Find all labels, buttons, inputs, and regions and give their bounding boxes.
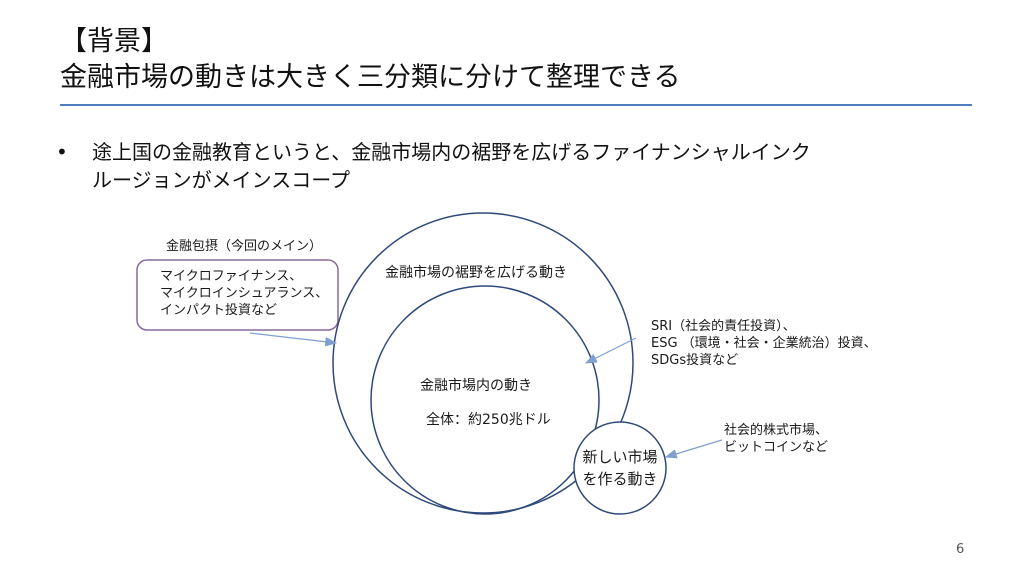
bullet-text-line1: 途上国の金融教育というと、金融市場内の裾野を広げるファイナンシャルインク	[92, 140, 811, 164]
esg-note-line3: SDGs投資など	[651, 353, 739, 368]
esg-note: SRI（社会的責任投資）、 ESG （環境・社会・企業統治）投資、 SDGs投資…	[651, 318, 877, 369]
inclusion-box	[136, 259, 339, 331]
new-market-arrow	[664, 439, 723, 459]
new-market-circle-line1: 新しい市場	[582, 448, 658, 466]
title-divider	[60, 104, 972, 106]
inclusion-arrow	[249, 332, 338, 347]
slide-title: 【背景】 金融市場の動きは大きく三分類に分けて整理できる	[60, 24, 680, 96]
inclusion-box-line3: インパクト投資など	[160, 303, 278, 318]
esg-note-line2: ESG （環境・社会・企業統治）投資、	[651, 336, 877, 351]
esg-arrow	[584, 337, 637, 364]
inclusion-caption: 金融包摂（今回のメイン）	[166, 239, 323, 254]
esg-note-line1: SRI（社会的責任投資）、	[651, 319, 796, 334]
inner-circle	[370, 285, 600, 515]
inclusion-box-line2: マイクロインシュアランス、	[160, 286, 329, 301]
bullet-marker: •	[56, 140, 68, 164]
new-market-note-line2: ビットコインなど	[724, 440, 829, 455]
new-market-note-line1: 社会的株式市場、	[724, 423, 829, 438]
inclusion-box-line1: マイクロファイナンス、	[160, 269, 303, 284]
inner-circle-label: 金融市場内の動き	[420, 378, 532, 394]
bullet-text-line2: ルージョンがメインスコープ	[92, 168, 350, 192]
slide-title-line2: 金融市場の動きは大きく三分類に分けて整理できる	[60, 62, 681, 93]
inclusion-box-text: マイクロファイナンス、 マイクロインシュアランス、 インパクト投資など	[160, 268, 328, 319]
inner-circle-value: 全体：約250兆ドル	[426, 412, 551, 428]
bullet-text: 途上国の金融教育というと、金融市場内の裾野を広げるファイナンシャルインク ルージ…	[92, 138, 932, 194]
new-market-circle	[573, 421, 667, 515]
new-market-note: 社会的株式市場、 ビットコインなど	[724, 422, 828, 456]
page-number: 6	[956, 542, 965, 557]
new-market-circle-label: 新しい市場 を作る動き	[578, 446, 662, 490]
outer-circle	[332, 212, 634, 514]
slide-title-line1: 【背景】	[60, 26, 168, 57]
new-market-circle-line2: を作る動き	[582, 470, 658, 488]
outer-circle-label: 金融市場の裾野を広げる動き	[385, 265, 567, 281]
